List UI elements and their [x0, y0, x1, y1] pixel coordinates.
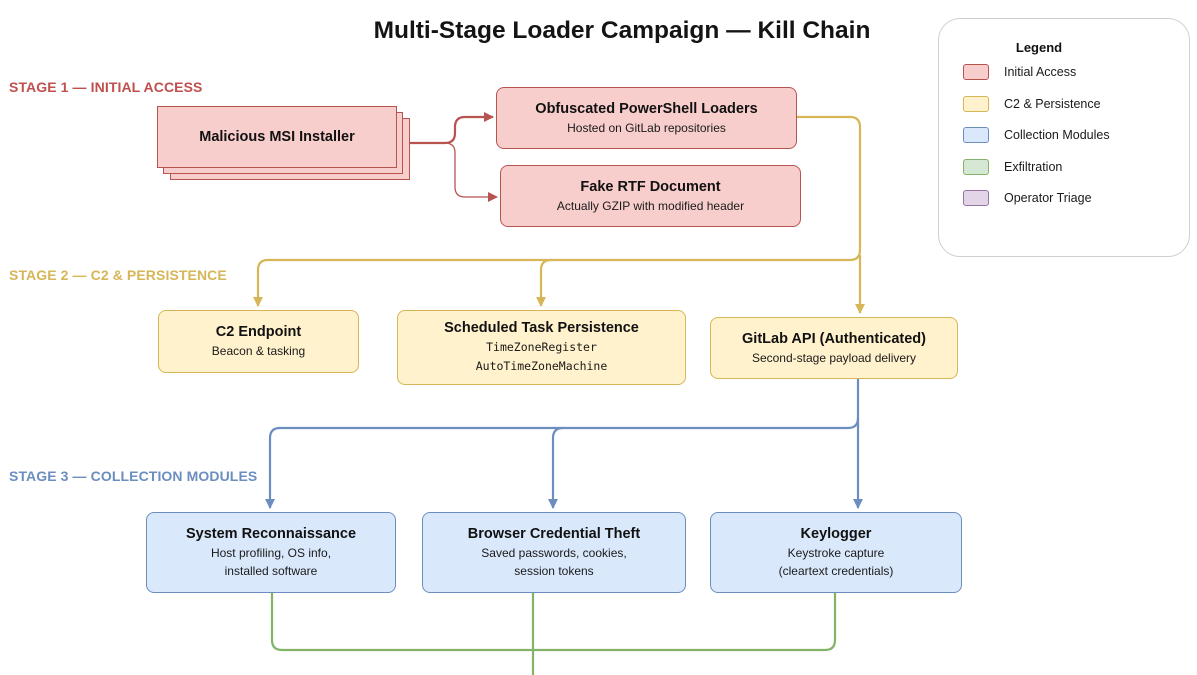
msi-installer-label: Malicious MSI Installer	[199, 129, 355, 145]
node-title: Fake RTF Document	[580, 178, 721, 195]
edge-msi-to-powershell	[410, 112, 494, 145]
legend-title: Legend	[1015, 40, 1063, 55]
legend-swatch-blue	[963, 127, 989, 143]
c2-endpoint-node[interactable]: C2 Endpoint Beacon & tasking	[158, 310, 359, 373]
node-title: Keylogger	[800, 526, 872, 542]
legend-label: Collection Modules	[1004, 128, 1110, 142]
edge-powershell-trunk	[253, 115, 862, 307]
node-subtitle-line-1: Keystroke capture	[787, 546, 885, 560]
node-subtitle-line-2: (cleartext credentials)	[778, 564, 894, 578]
browser-credential-node[interactable]: Browser Credential Theft Saved passwords…	[422, 512, 686, 593]
fake-rtf-node[interactable]: Fake RTF Document Actually GZIP with mod…	[500, 165, 801, 227]
legend-item-operator-triage: Operator Triage	[963, 188, 1092, 208]
node-subtitle-line-1: Saved passwords, cookies,	[481, 546, 627, 560]
node-title: GitLab API (Authenticated)	[742, 330, 926, 347]
legend-item-exfiltration: Exfiltration	[963, 157, 1062, 177]
edge-collection-merge	[270, 592, 837, 652]
gitlab-api-node[interactable]: GitLab API (Authenticated) Second-stage …	[710, 317, 958, 379]
node-subtitle: Second-stage payload delivery	[751, 350, 917, 365]
legend-label: Initial Access	[1004, 65, 1077, 79]
task-name-1: TimeZoneRegister	[486, 340, 597, 354]
task-name-2: AutoTimeZoneMachine	[475, 359, 608, 373]
system-recon-node[interactable]: System Reconnaissance Host profiling, OS…	[146, 512, 396, 593]
stage-1-label: STAGE 1 — INITIAL ACCESS	[9, 79, 203, 95]
node-title: Scheduled Task Persistence	[444, 320, 639, 336]
node-subtitle: Hosted on GitLab repositories	[567, 120, 726, 135]
legend-swatch-green	[963, 159, 989, 175]
legend-item-initial-access: Initial Access	[963, 62, 1076, 82]
node-subtitle: Beacon & tasking	[211, 344, 306, 358]
edge-msi-to-rtf	[430, 142, 498, 202]
legend-swatch-purple	[963, 190, 989, 206]
powershell-loaders-node[interactable]: Obfuscated PowerShell Loaders Hosted on …	[496, 87, 797, 149]
edge-gitlab-to-recon	[265, 379, 860, 509]
stage-2-label: STAGE 2 — C2 & PERSISTENCE	[9, 267, 227, 283]
legend-item-c2-persistence: C2 & Persistence	[963, 94, 1101, 114]
edge-gitlab-to-browser	[548, 426, 564, 509]
legend-swatch-red	[963, 64, 989, 80]
node-title: C2 Endpoint	[215, 324, 302, 340]
stage-3-label: STAGE 3 — COLLECTION MODULES	[9, 468, 258, 484]
scheduled-task-node[interactable]: Scheduled Task Persistence TimeZoneRegis…	[397, 310, 686, 385]
node-subtitle-line-2: session tokens	[514, 564, 594, 578]
keylogger-node[interactable]: Keylogger Keystroke capture (cleartext c…	[710, 512, 962, 593]
legend-label: Exfiltration	[1004, 160, 1063, 174]
node-subtitle-line-1: Host profiling, OS info,	[210, 546, 332, 560]
diagram-title: Multi-Stage Loader Campaign — Kill Chain	[373, 17, 871, 44]
node-subtitle: Actually GZIP with modified header	[556, 198, 745, 213]
legend-label: C2 & Persistence	[1004, 97, 1101, 111]
node-subtitle-line-2: installed software	[224, 564, 318, 578]
legend-label: Operator Triage	[1004, 191, 1092, 205]
node-title: Browser Credential Theft	[467, 526, 641, 542]
legend-panel: Legend Initial Access C2 & Persistence C…	[938, 18, 1190, 257]
node-title: System Reconnaissance	[185, 526, 357, 542]
msi-stack-front	[157, 106, 397, 168]
legend-item-collection: Collection Modules	[963, 125, 1110, 145]
node-title: Obfuscated PowerShell Loaders	[535, 100, 758, 117]
legend-swatch-yellow	[963, 96, 989, 112]
edge-to-task	[536, 258, 552, 307]
